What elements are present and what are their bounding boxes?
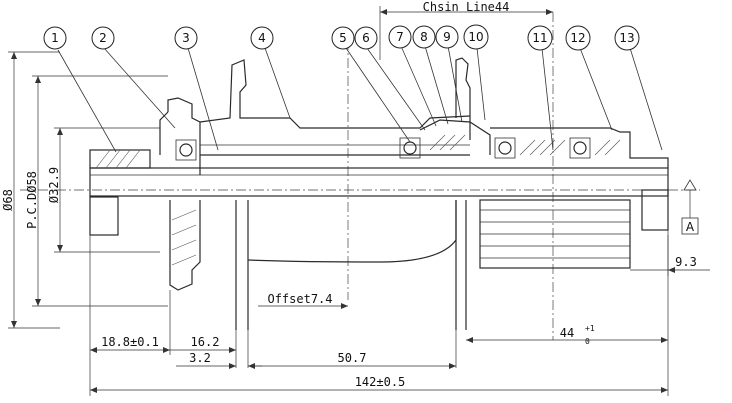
leader-lines: [57, 45, 663, 153]
balloon-label-5: 5: [339, 31, 347, 45]
freehub-body: [479, 127, 669, 269]
balloons: 1 2 3 4 5 6 7 8 9 10 11 12 13: [43, 24, 640, 51]
dim-18-8-label: 18.8±0.1: [101, 335, 159, 349]
balloon-label-12: 12: [570, 31, 585, 45]
dim-50-7-label: 50.7: [338, 351, 367, 365]
balloon-label-9: 9: [443, 30, 451, 44]
hub-shell: [199, 59, 471, 330]
balloon-13: 13: [614, 25, 640, 51]
offset-label: Offset7.4: [267, 292, 332, 306]
balloon-label-6: 6: [362, 31, 370, 45]
right-flange: [455, 57, 471, 140]
balloon-label-2: 2: [99, 31, 107, 45]
balloon-10: 10: [463, 24, 489, 50]
ratchet-assembly: [419, 119, 491, 155]
diameter-68-label: Ø68: [1, 189, 15, 211]
balloon-label-7: 7: [396, 30, 404, 44]
balloon-7: 7: [388, 25, 412, 49]
left-locknut: [89, 149, 151, 169]
offset-dimension: Offset7.4: [258, 292, 348, 309]
balloon-12: 12: [565, 25, 591, 51]
dim-44-label: 44: [560, 326, 574, 340]
balloon-8: 8: [412, 25, 436, 49]
datum-a: A: [681, 179, 699, 235]
bearings: [175, 137, 591, 161]
balloon-label-10: 10: [468, 30, 483, 44]
balloon-4: 4: [250, 26, 274, 50]
balloon-label-3: 3: [182, 31, 190, 45]
axle: [89, 167, 669, 236]
chain-line-dimension: Chsin Line44: [379, 0, 553, 60]
left-flange: [159, 97, 201, 291]
dim-9-3-label: 9.3: [675, 255, 697, 269]
balloon-1: 1: [43, 26, 67, 50]
datum-a-label: A: [686, 220, 695, 234]
balloon-3: 3: [174, 26, 198, 50]
dim-44: 44 +1 0: [466, 235, 669, 346]
balloon-label-1: 1: [51, 31, 59, 45]
balloon-label-13: 13: [619, 31, 634, 45]
dim-16-2-label: 16.2: [191, 335, 220, 349]
balloon-9: 9: [435, 25, 459, 49]
balloon-6: 6: [354, 26, 378, 50]
diameter-dimensions: Ø68 P.C.DØ58 Ø32.9: [1, 51, 168, 329]
balloon-label-8: 8: [420, 30, 428, 44]
pcd-58-label: P.C.DØ58: [25, 171, 39, 229]
balloon-5: 5: [331, 26, 355, 50]
dim-44-tolerance-lower: 0: [585, 337, 590, 346]
dim-142-label: 142±0.5: [355, 375, 406, 389]
diameter-32-9-label: Ø32.9: [47, 167, 61, 203]
balloon-label-11: 11: [532, 31, 547, 45]
dim-9-3: 9.3: [630, 230, 710, 276]
bottom-dimensions: 18.8±0.1 16.2 3.2 50.7 142±0.5: [89, 235, 669, 396]
dim-44-tolerance-upper: +1: [585, 324, 595, 333]
balloon-2: 2: [91, 26, 115, 50]
dim-3-2-label: 3.2: [189, 351, 211, 365]
balloon-11: 11: [527, 25, 553, 51]
balloon-label-4: 4: [258, 31, 266, 45]
chain-line-label: Chsin Line44: [423, 0, 510, 14]
